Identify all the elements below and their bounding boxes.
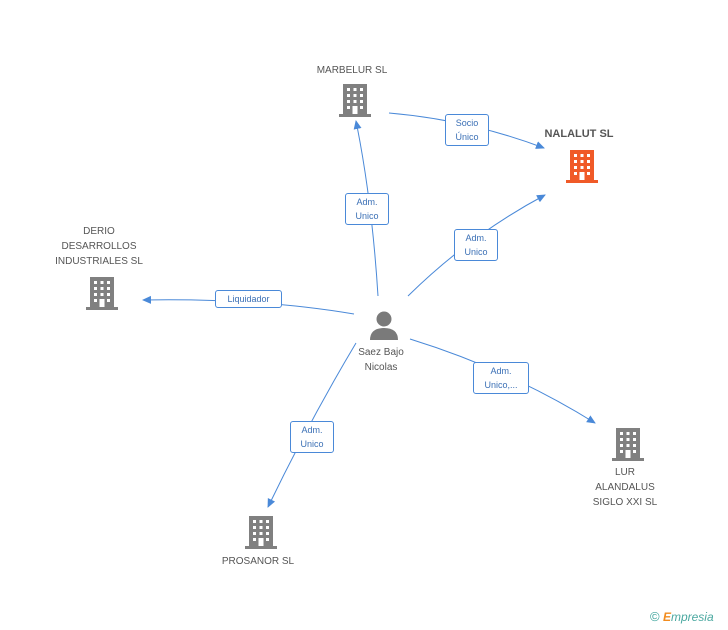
edge-label-person-prosanor[interactable]: Adm. Unico — [290, 421, 334, 453]
edge-label-person-derio[interactable]: Liquidador — [215, 290, 282, 308]
node-label-derio[interactable]: DERIO DESARROLLOS INDUSTRIALES SL — [55, 226, 143, 267]
node-label-prosanor[interactable]: PROSANOR SL — [221, 556, 295, 567]
edge-label-person-nalalut[interactable]: Adm. Unico — [454, 229, 498, 261]
node-label-lur[interactable]: LUR ALANDALUS SIGLO XXI SL — [592, 467, 658, 508]
edge-label-person-lur[interactable]: Adm. Unico,... — [473, 362, 529, 394]
person-icon[interactable] — [370, 311, 398, 341]
brand-logo-text: mpresia — [670, 610, 714, 624]
edge-label-person-marbelur[interactable]: Adm. Unico — [345, 193, 389, 225]
edge-label-marbelur-nalalut[interactable]: Socio Único — [445, 114, 489, 146]
building-icon[interactable] — [566, 150, 598, 183]
building-icon[interactable] — [245, 516, 277, 549]
node-label-nalalut[interactable]: NALALUT SL — [544, 128, 614, 140]
node-label-marbelur[interactable]: MARBELUR SL — [316, 65, 388, 76]
brand-logo-initial: E — [662, 610, 671, 624]
node-label-person[interactable]: Saez Bajo Nicolas — [358, 347, 404, 373]
building-icon[interactable] — [612, 428, 644, 461]
copyright-icon: © — [650, 609, 660, 624]
brand-footer: © Empresia — [650, 609, 714, 624]
building-icon[interactable] — [339, 84, 371, 117]
building-icon[interactable] — [86, 277, 118, 310]
